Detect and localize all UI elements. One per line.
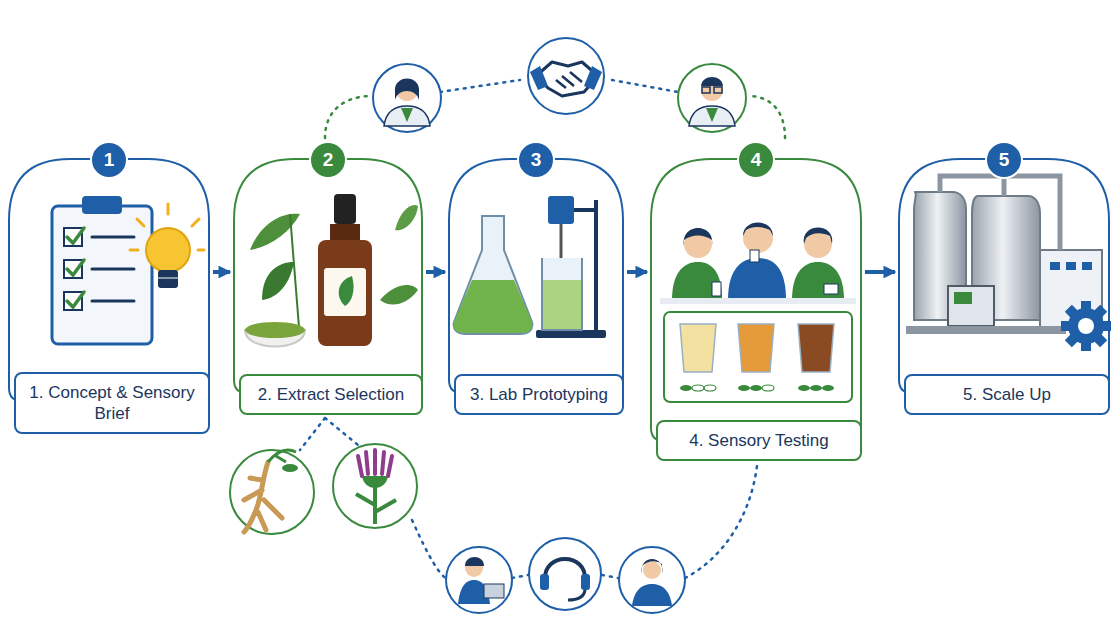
person-icon: [619, 547, 685, 613]
step-number: 1: [90, 141, 128, 179]
step-number: 4: [737, 141, 775, 179]
factory-equipment: [906, 176, 1111, 351]
stage-box: 11. Concept & Sensory Brief: [8, 158, 210, 410]
flow-arrow: [426, 270, 445, 274]
arch-outline: [650, 158, 862, 442]
lightbulb-icon: [130, 204, 204, 288]
laptop-person: [446, 547, 512, 613]
thistle-plant: [333, 444, 417, 528]
flow-arrow: [627, 270, 647, 274]
clipboard-icon: [52, 196, 152, 344]
person-icon: [373, 64, 441, 132]
arch-outline: [448, 158, 624, 394]
stage-box: 55. Scale Up: [898, 158, 1110, 394]
step-label: 2. Extract Selection: [239, 374, 423, 415]
flow-arrow: [213, 270, 230, 274]
step-label: 4. Sensory Testing: [656, 420, 862, 461]
person-icon: [678, 64, 746, 132]
ginseng-root: [230, 450, 314, 534]
plant-extract: [245, 194, 418, 347]
stage-box: 33. Lab Prototyping: [448, 158, 624, 394]
step-label: 5. Scale Up: [904, 374, 1110, 415]
step-number: 3: [517, 141, 555, 179]
stage-box: 22. Extract Selection: [233, 158, 423, 394]
step-number: 5: [985, 141, 1023, 179]
step-number: 2: [309, 141, 347, 179]
dotted-link: [300, 80, 757, 578]
step-label: 3. Lab Prototyping: [454, 374, 624, 415]
headset-icon: [529, 538, 601, 610]
step-label: 1. Concept & Sensory Brief: [14, 372, 210, 434]
stage-box: 44. Sensory Testing: [650, 158, 862, 442]
handshake-icon: [528, 38, 604, 114]
tasting-panel: [660, 223, 856, 403]
arch-outline: [233, 158, 423, 394]
arch-outline: [898, 158, 1110, 394]
lab-glassware: [454, 196, 606, 338]
flow-arrow: [865, 270, 895, 274]
